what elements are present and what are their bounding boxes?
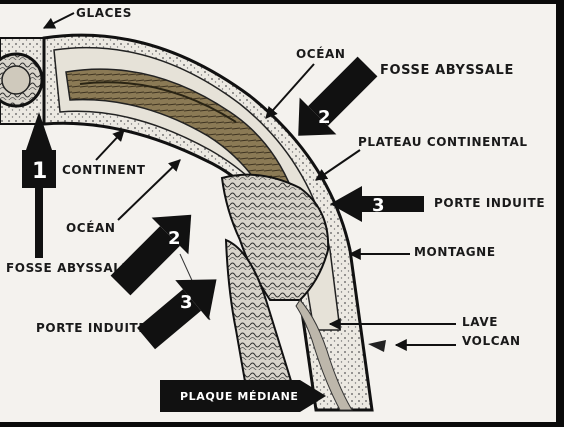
arrow-continent <box>95 129 125 161</box>
label-montagne: MONTAGNE <box>414 245 496 259</box>
force-arrow-2-top <box>298 56 378 136</box>
label-ocean-left: OCÉAN <box>66 220 116 235</box>
force-arrow-3-left <box>137 279 217 350</box>
label-ocean-top: OCÉAN <box>296 46 346 61</box>
number-1: 1 <box>32 159 47 184</box>
number-2-left: 2 <box>168 228 181 249</box>
force-arrow-3-right <box>330 186 424 222</box>
label-continent: CONTINENT <box>62 163 146 177</box>
core-streak <box>79 81 237 123</box>
mountain-zone <box>220 173 330 301</box>
label-porte-left: PORTE INDUITE <box>36 321 147 335</box>
number-2-top: 2 <box>318 107 331 128</box>
label-plateau: PLATEAU CONTINENTAL <box>358 135 528 149</box>
arrow-ocean-left <box>117 159 181 221</box>
label-fosse-left: FOSSE ABYSSALE <box>6 261 130 275</box>
label-plaque: PLAQUE MÉDIANE <box>180 390 299 403</box>
arrow-glaces <box>42 12 75 29</box>
volcano <box>368 340 386 352</box>
arrow-plateau <box>315 149 361 181</box>
lava-channel <box>295 299 353 411</box>
arrow-ocean-top <box>265 63 315 119</box>
plaque-mediane-arrow: PLAQUE MÉDIANE <box>160 380 326 412</box>
label-volcan: VOLCAN <box>462 334 521 348</box>
label-glaces: GLACES <box>76 6 132 20</box>
number-3-left: 3 <box>180 292 193 313</box>
force-arrow-2-left <box>110 214 192 296</box>
left-continent-block <box>0 37 49 125</box>
label-lave: LAVE <box>462 315 498 329</box>
number-3-right: 3 <box>372 195 385 216</box>
label-fosse-top: FOSSE ABYSSALE <box>380 63 514 78</box>
label-porte-right: PORTE INDUITE <box>434 196 545 210</box>
outer-plate <box>42 33 374 412</box>
force-arrow-1: 1 <box>22 112 56 258</box>
